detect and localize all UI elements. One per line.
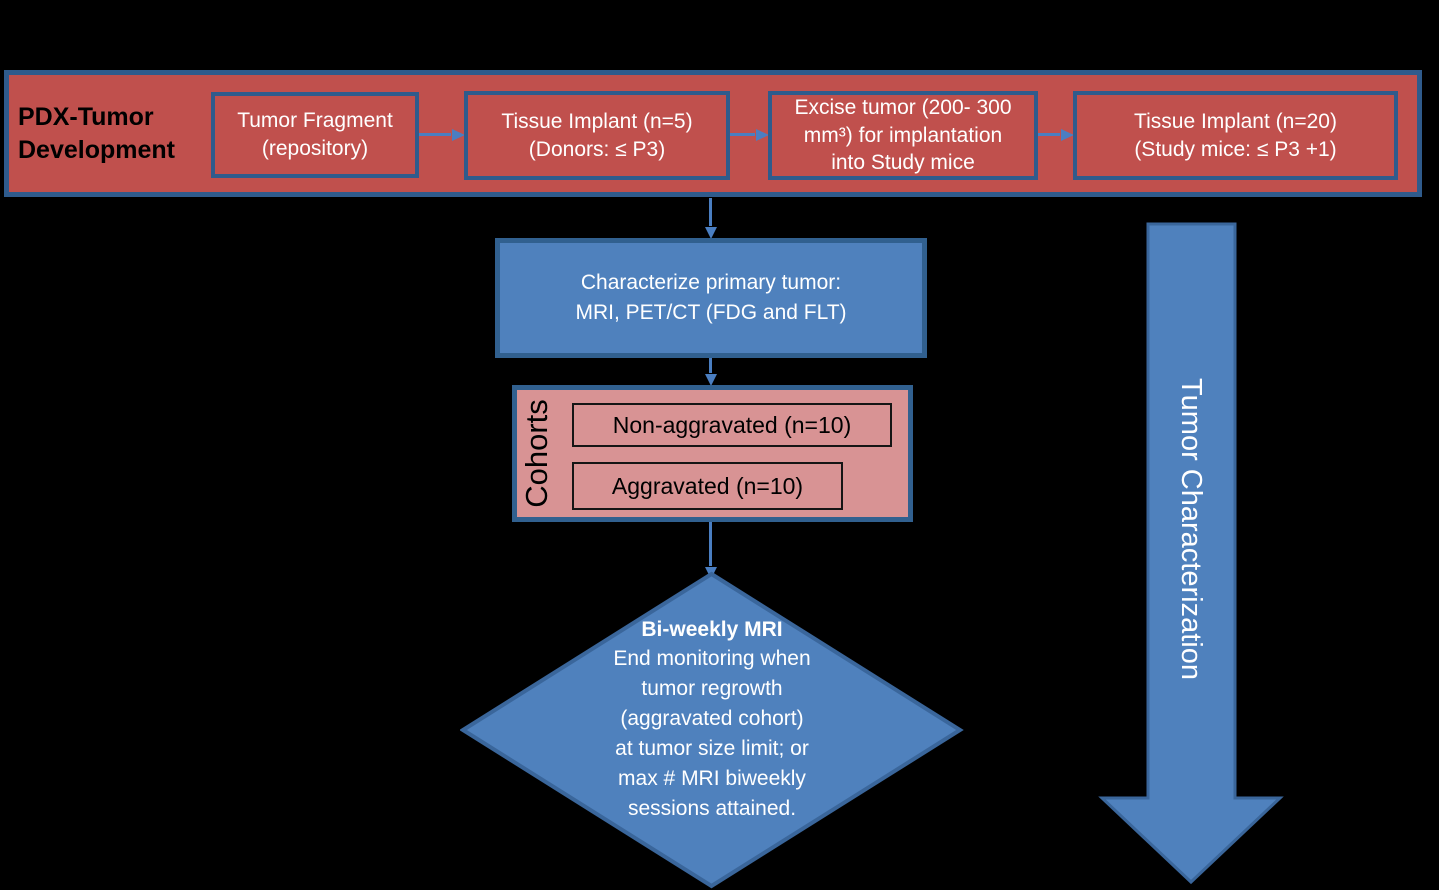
diamond-text-line: tumor regrowth xyxy=(641,677,783,701)
cohorts-label: Cohorts xyxy=(519,399,554,508)
connector-arrow-down xyxy=(704,522,717,579)
connector-arrow-right xyxy=(419,128,465,141)
node-excise-tumor: Excise tumor (200- 300 mm³) for implanta… xyxy=(768,91,1038,180)
cohorts-container xyxy=(512,385,913,522)
node-tissue-implant-donors: Tissue Implant (n=5) (Donors: ≤ P3) xyxy=(464,91,730,180)
node-text-line: MRI, PET/CT (FDG and FLT) xyxy=(575,301,847,324)
node-text-line: Tissue Implant (n=5) xyxy=(501,109,693,133)
diamond-title: Bi-weekly MRI xyxy=(641,617,783,641)
diamond-text-line: at tumor size limit; or xyxy=(615,736,809,760)
tumor-characterization-label: Tumor Characterization xyxy=(1175,378,1208,680)
diamond-text-line: max # MRI biweekly xyxy=(618,766,806,790)
tumor-characterization-arrow-shape xyxy=(1098,222,1284,885)
cohort-non-aggravated: Non-aggravated (n=10) xyxy=(572,403,892,447)
cohort-aggravated: Aggravated (n=10) xyxy=(572,462,843,510)
node-text-line: mm³) for implantation xyxy=(803,123,1003,147)
decision-diamond-shape xyxy=(460,571,964,889)
diamond-text-line: (aggravated cohort) xyxy=(620,707,804,731)
node-characterize-primary-tumor: Characterize primary tumor: MRI, PET/CT … xyxy=(495,238,927,358)
node-text-line: Tissue Implant (n=20) xyxy=(1134,109,1337,133)
node-tumor-fragment: Tumor Fragment (repository) xyxy=(211,92,419,178)
node-text-line: (Donors: ≤ P3) xyxy=(528,137,666,161)
connector-arrow-down xyxy=(704,358,717,386)
diamond-text-line: sessions attained. xyxy=(627,796,797,820)
node-text-line: Excise tumor (200- 300 xyxy=(794,95,1012,119)
decision-diamond-text: Bi-weekly MRI End monitoring when tumor … xyxy=(529,582,895,878)
node-text-line: into Study mice xyxy=(831,151,975,175)
banner-title-line: Development xyxy=(18,135,175,164)
node-tissue-implant-study: Tissue Implant (n=20) (Study mice: ≤ P3 … xyxy=(1073,91,1398,180)
node-text-line: (Study mice: ≤ P3 +1) xyxy=(1134,137,1337,161)
connector-arrow-down xyxy=(704,198,717,239)
banner-title-line: PDX-Tumor xyxy=(18,103,154,131)
node-text-line: Characterize primary tumor: xyxy=(580,271,842,295)
node-text-line: (repository) xyxy=(261,137,369,160)
banner-title: PDX-Tumor Development xyxy=(18,70,208,197)
connector-arrow-right xyxy=(730,128,769,141)
node-text-line: Tumor Fragment xyxy=(237,109,393,133)
diamond-text-line: End monitoring when xyxy=(613,647,811,671)
connector-arrow-right xyxy=(1038,128,1074,141)
